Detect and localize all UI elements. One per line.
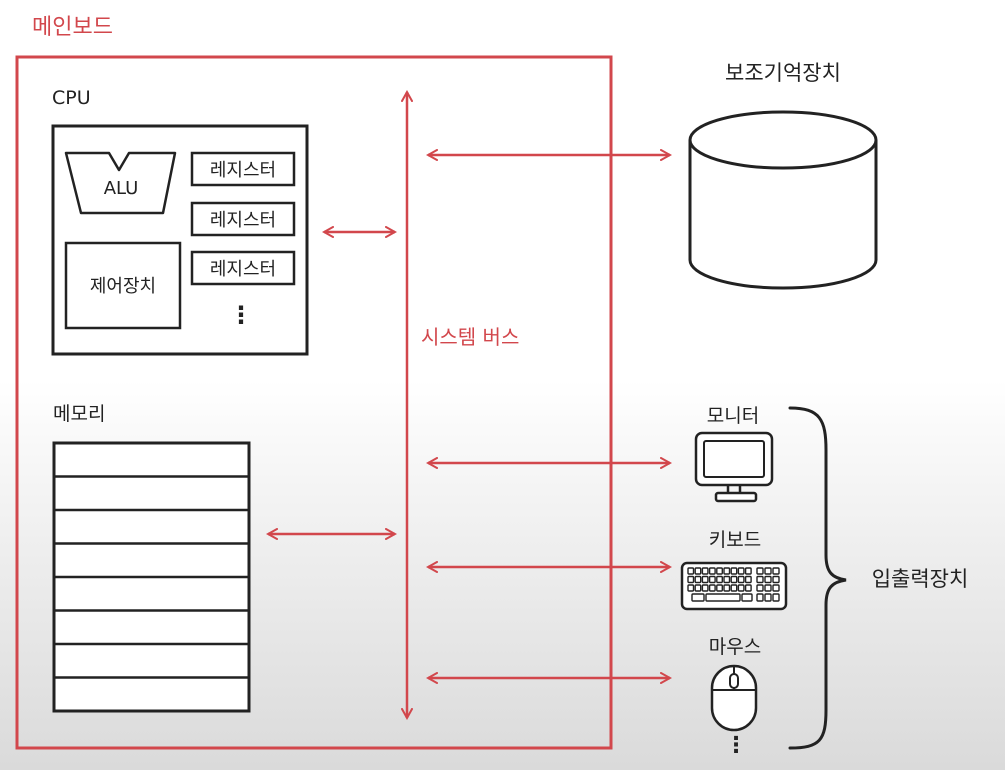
keyboard-key [764, 567, 772, 575]
keyboard-key [716, 567, 723, 575]
keyboard-key [694, 584, 702, 592]
keyboard-key [764, 593, 772, 602]
storage-cylinder-icon [688, 110, 878, 290]
system-bus-label: 시스템 버스 [421, 325, 519, 349]
mouse-label: 마우스 [709, 636, 761, 658]
register-box [190, 151, 296, 187]
keyboard-key [723, 575, 731, 584]
keyboard-key [701, 575, 709, 584]
keyboard-label: 키보드 [709, 529, 761, 551]
register-label: 레지스터 [210, 160, 276, 181]
io-group-brace [788, 406, 847, 750]
keyboard-key [730, 567, 738, 575]
keyboard-key [737, 584, 745, 592]
keyboard-key [756, 584, 764, 592]
keyboard-key [772, 567, 780, 575]
alu-label: ALU [104, 178, 139, 199]
keyboard-key [772, 593, 780, 602]
keyboard-key [744, 567, 752, 575]
keyboard-key [691, 593, 705, 602]
io-group-label: 입출력장치 [872, 567, 969, 591]
keyboard-key [716, 575, 723, 584]
keyboard-key [730, 575, 738, 584]
keyboard-key [723, 567, 731, 575]
keyboard-key [705, 593, 741, 602]
keyboard-key [708, 584, 716, 592]
keyboard-key [744, 575, 752, 584]
register-box [190, 250, 296, 286]
keyboard-key [730, 584, 738, 592]
alu-shape [64, 151, 177, 215]
memory-label: 메모리 [53, 403, 105, 425]
keyboard-key [737, 567, 745, 575]
keyboard-key [756, 575, 764, 584]
memory-block [52, 441, 251, 713]
control-unit-box [64, 241, 182, 330]
keyboard-key [708, 575, 716, 584]
keyboard-key [701, 584, 709, 592]
keyboard-key [756, 567, 764, 575]
mouse-icon [710, 664, 758, 732]
keyboard-key [764, 584, 772, 592]
keyboard-key [741, 593, 753, 602]
keyboard-key [687, 567, 695, 575]
mainboard-label: 메인보드 [32, 15, 113, 40]
keyboard-icon [680, 561, 788, 611]
keyboard-key [764, 575, 772, 584]
keyboard-key [701, 567, 709, 575]
register-more-dots: ⋮ [229, 301, 253, 329]
keyboard-key [687, 584, 695, 592]
register-label: 레지스터 [210, 210, 276, 231]
io-more-dots: ⋮ [725, 733, 747, 758]
keyboard-key [694, 575, 702, 584]
keyboard-key [716, 584, 723, 592]
register-label: 레지스터 [210, 259, 276, 280]
storage-label: 보조기억장치 [725, 61, 841, 85]
keyboard-key [744, 584, 752, 592]
register-box [190, 201, 296, 237]
keyboard-key [687, 575, 695, 584]
keyboard-key [756, 593, 764, 602]
keyboard-key [772, 584, 780, 592]
keyboard-key [772, 575, 780, 584]
cpu-label: CPU [52, 87, 91, 109]
keyboard-key [694, 567, 702, 575]
keyboard-key [723, 584, 731, 592]
monitor-icon [694, 431, 774, 503]
mainboard-frame [15, 55, 613, 750]
keyboard-key [737, 575, 745, 584]
keyboard-key [708, 567, 716, 575]
monitor-label: 모니터 [707, 405, 759, 427]
control-unit-label: 제어장치 [90, 276, 156, 297]
